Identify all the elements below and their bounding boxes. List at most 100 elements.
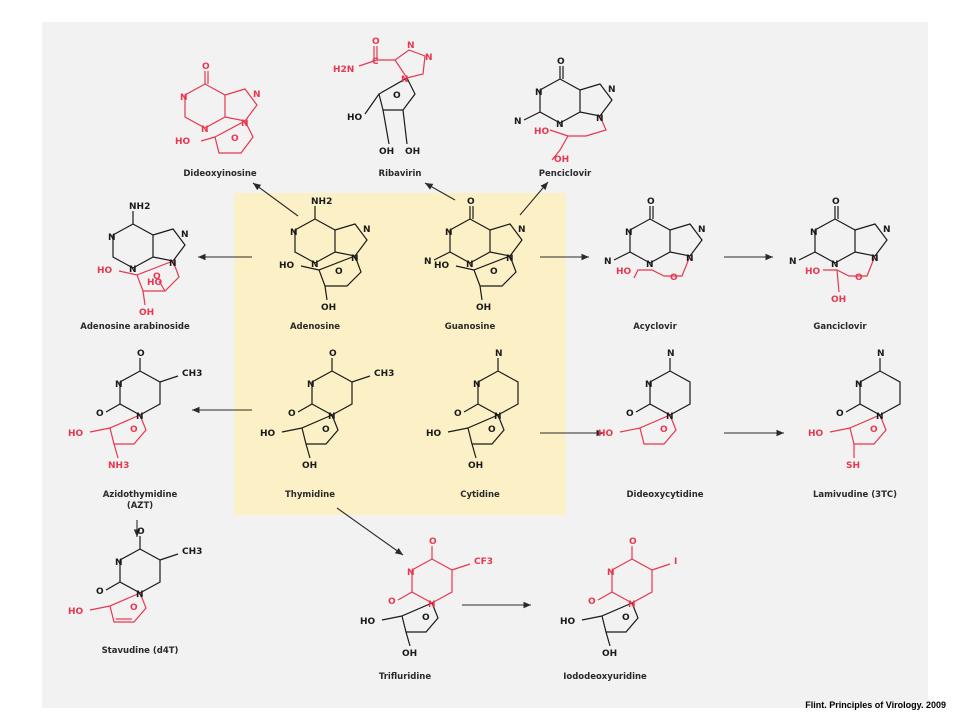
atom-label: N <box>115 380 123 390</box>
atom-label: HO <box>805 267 821 277</box>
atom-label: OH <box>139 308 154 318</box>
atom-label: N <box>556 120 564 130</box>
atom-label: HO <box>68 429 84 439</box>
atom-label: N <box>494 412 502 422</box>
atom-label: N <box>855 380 863 390</box>
atom-label: O <box>855 273 863 283</box>
atom-label: O <box>153 272 161 282</box>
atom-label: O <box>836 409 844 419</box>
atom-label: HO <box>68 607 84 617</box>
atom-label: N <box>698 225 706 235</box>
atom-label: N <box>686 254 694 264</box>
atom-label: N <box>608 85 616 95</box>
atom-label: C <box>372 57 379 67</box>
structure-adenosine-arabinoside: NH2 N N N N O HO HO OH <box>97 202 189 318</box>
atom-label: N <box>445 228 453 238</box>
atom-label: O <box>96 587 104 597</box>
atom-label: N <box>425 53 433 63</box>
label-stavudine: Stavudine (d4T) <box>101 646 179 656</box>
atom-label: N <box>876 412 884 422</box>
atom-label: O <box>202 62 210 72</box>
atom-label: O <box>454 409 462 419</box>
atom-label: N <box>604 257 612 267</box>
structure-acyclovir: O N N N N N O HO <box>604 197 706 283</box>
atom-label: HO <box>534 127 550 137</box>
atom-label: O <box>393 91 401 101</box>
atom-label: OH <box>468 461 483 471</box>
atom-label: O <box>870 425 878 435</box>
atom-label: OH <box>554 155 569 165</box>
label-ganciclovir: Ganciclovir <box>813 322 867 332</box>
atom-label: NH2 <box>129 202 150 212</box>
atom-label: N <box>831 260 839 270</box>
label-thymidine: Thymidine <box>285 490 335 500</box>
atom-label: N <box>495 349 503 359</box>
atom-label: N <box>645 380 653 390</box>
atom-label: OH <box>302 461 317 471</box>
label-trifluridine: Trifluridine <box>378 672 432 682</box>
atom-label: N <box>667 349 675 359</box>
atom-label: HO <box>97 266 113 276</box>
label-cytidine: Cytidine <box>460 490 500 500</box>
atom-label: O <box>335 267 343 277</box>
atom-label: N <box>290 228 298 238</box>
structure-lamivudine: N N O N O HO SH <box>808 349 901 471</box>
label-acyclovir: Acyclovir <box>633 322 677 332</box>
atom-label: N <box>129 265 137 275</box>
atom-label: NH2 <box>311 197 332 207</box>
atom-label: HO <box>147 278 163 288</box>
atom-label: HO <box>175 137 191 147</box>
atom-label: HO <box>598 429 614 439</box>
atom-label: CH3 <box>182 547 202 557</box>
atom-label: O <box>626 409 634 419</box>
atom-label: N <box>351 254 359 264</box>
atom-label: N <box>607 568 615 578</box>
atom-label: O <box>832 197 840 207</box>
atom-label: HO <box>560 617 576 627</box>
atom-label: O <box>137 349 145 359</box>
label-azidothymidine: Azidothymidine <box>102 490 178 500</box>
atom-label: OH <box>476 303 491 313</box>
atom-label: NH3 <box>108 461 129 471</box>
atom-label: N <box>428 600 436 610</box>
atom-label: OH <box>379 147 394 157</box>
atom-label: N <box>253 90 261 100</box>
atom-label: N <box>180 93 188 103</box>
atom-label: N <box>407 568 415 578</box>
label-adenosine-arabinoside: Adenosine arabinoside <box>80 322 190 332</box>
atom-label: N <box>169 259 177 269</box>
structure-cytidine: N N O N O HO OH <box>426 349 519 471</box>
atom-label: CH3 <box>374 369 394 379</box>
atom-label: N <box>666 412 674 422</box>
atom-label: N <box>506 254 514 264</box>
structure-iododeoxyuridine: O N O N I O HO OH <box>560 537 677 659</box>
structure-stavudine: O N O N CH3 O HO <box>68 527 202 623</box>
atom-label: O <box>429 537 437 547</box>
atom-label: O <box>137 527 145 537</box>
atom-label: N <box>241 119 249 129</box>
atom-label: O <box>322 425 330 435</box>
structure-penciclovir: O N N N N N HO OH <box>514 57 616 165</box>
atom-label: N <box>401 75 409 85</box>
atom-label: HO <box>616 267 632 277</box>
atom-label: HO <box>279 261 295 271</box>
atom-label: N <box>424 257 432 267</box>
atom-label: N <box>108 233 116 243</box>
atom-label: N <box>535 88 543 98</box>
atom-label: N <box>518 225 526 235</box>
atom-label: OH <box>321 303 336 313</box>
atom-label: N <box>646 260 654 270</box>
atom-label: N <box>596 114 604 124</box>
label-lamivudine: Lamivudine (3TC) <box>812 490 897 500</box>
atom-label: O <box>329 349 337 359</box>
atom-label: O <box>467 197 475 207</box>
label-ribavirin: Ribavirin <box>378 169 422 179</box>
structure-trifluridine: O N O N CF3 O HO OH <box>360 537 493 659</box>
atom-label: O <box>557 57 565 67</box>
atom-label: OH <box>602 649 617 659</box>
atom-label: O <box>647 197 655 207</box>
atom-label: O <box>130 603 138 613</box>
label-dideoxyinosine: Dideoxyinosine <box>183 169 257 179</box>
atom-label: I <box>674 557 677 567</box>
atom-label: CH3 <box>182 369 202 379</box>
